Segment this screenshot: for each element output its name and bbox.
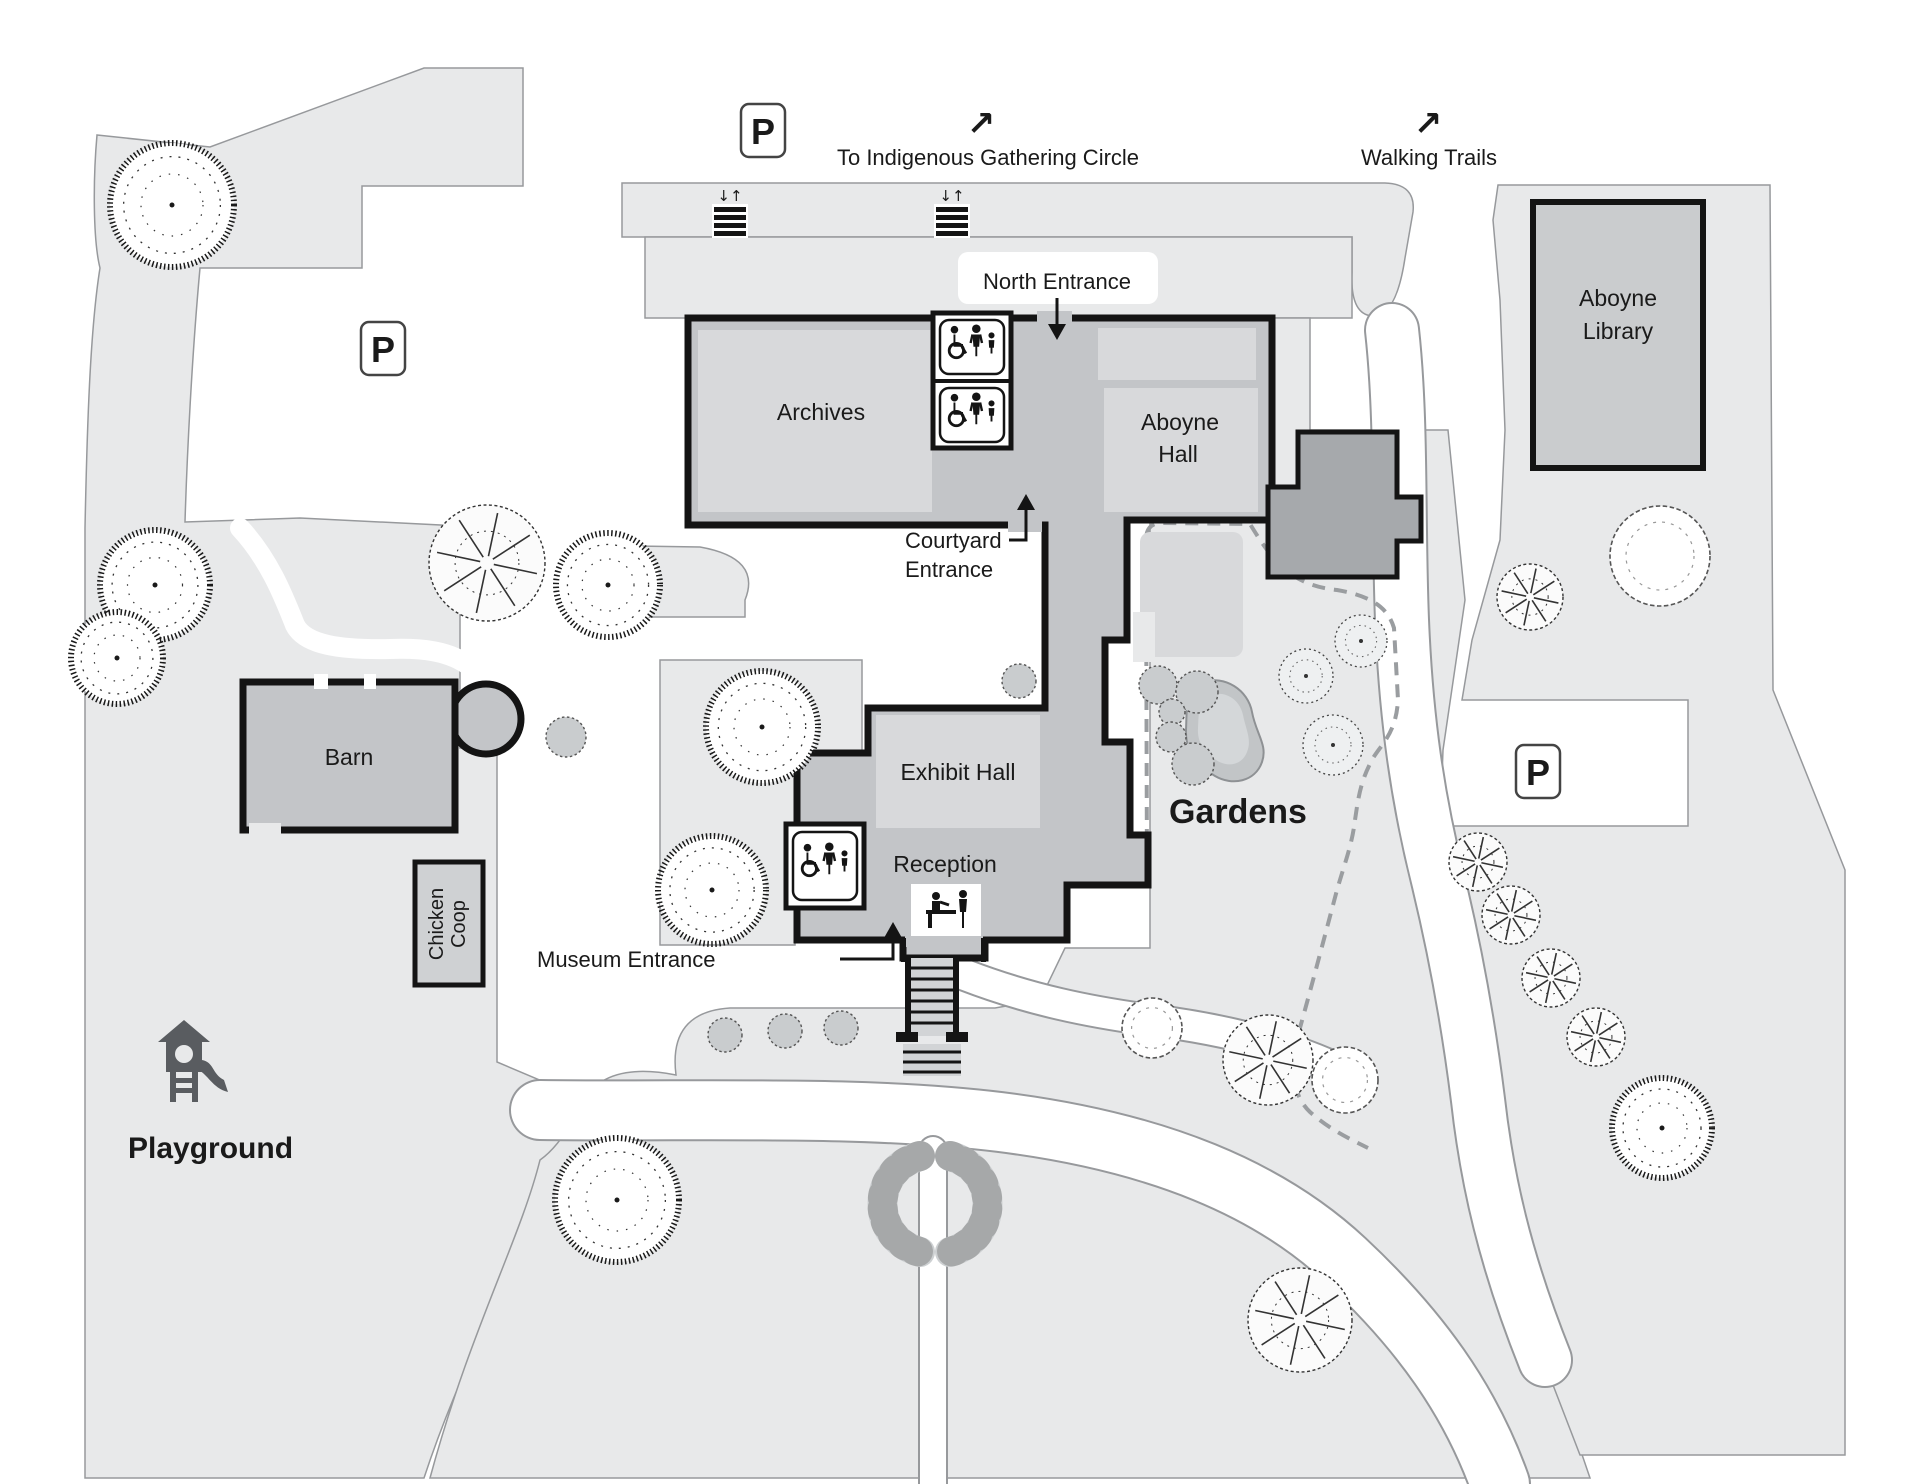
svg-text:P: P: [1526, 752, 1550, 793]
tree-icon: [1496, 563, 1564, 631]
tree-icon: [1121, 997, 1183, 1059]
stairs-icon: [896, 938, 986, 1076]
bush-icon: [1155, 721, 1187, 753]
bush-icon: [1171, 742, 1215, 786]
tree-icon: [1247, 1267, 1353, 1373]
parking-sign: P: [739, 102, 787, 159]
playground-label: Playground: [128, 1132, 293, 1165]
archives-label: Archives: [777, 399, 865, 425]
svg-text:↓↑: ↓↑: [939, 187, 964, 205]
north-entrance-arrow-icon: [1048, 298, 1066, 340]
tree-icon: [655, 833, 769, 947]
tree-icon: [428, 504, 546, 622]
courtyard-entrance-label-2: Entrance: [905, 557, 993, 582]
bush-icon: [707, 1017, 743, 1053]
tree-icon: [1278, 648, 1334, 704]
north-entrance-label-bg: [958, 252, 1158, 304]
tree-icon: [1609, 1075, 1715, 1181]
farm-trail: [230, 518, 482, 678]
barn-door-gap: [364, 674, 376, 689]
barn-label: Barn: [325, 744, 374, 770]
trees-layer: [68, 140, 1715, 1373]
aboyne-hall-label-1: Aboyne: [1141, 409, 1219, 435]
accessible-washroom-icon: [930, 310, 1014, 451]
exhibit-hall-room: [876, 715, 1040, 828]
tree-icon: [1222, 1014, 1314, 1106]
buildings-layer: Barn Chicken Coop Archives Aboyne Hall E…: [239, 199, 1706, 988]
pond-highlight: [1197, 693, 1249, 765]
labels-layer: ↗ To Indigenous Gathering Circle ↗ Walki…: [537, 104, 1497, 972]
barn-door-gap: [249, 823, 281, 837]
bush-icon: [1158, 698, 1186, 726]
crosswalk-icon: ↓↑: [934, 187, 970, 238]
svg-text:Coop: Coop: [448, 900, 470, 948]
courtyard-entrance-label-1: Courtyard: [905, 528, 1002, 553]
chicken-coop-label: Chicken Coop: [426, 888, 470, 960]
archives-room: [698, 330, 932, 512]
garden-patio-notch: [1133, 612, 1155, 662]
tree-icon: [1302, 714, 1364, 776]
walking-trails-label: Walking Trails: [1361, 145, 1497, 170]
tree-icon: [1311, 1046, 1379, 1114]
parking-sign: P: [1514, 743, 1562, 800]
gathering-circle-label: To Indigenous Gathering Circle: [837, 145, 1139, 170]
reception-desk-icon: [911, 884, 981, 936]
barn-building: [239, 678, 459, 834]
garden-patio: [1140, 532, 1243, 657]
bush-icon: [1175, 670, 1219, 714]
tree-icon: [107, 140, 237, 270]
hedge-ring: [867, 1141, 1003, 1267]
bush-icon: [545, 716, 587, 758]
silo: [447, 680, 525, 758]
gardens-label: Gardens: [1169, 793, 1307, 831]
tree-icon: [1481, 885, 1541, 945]
accessible-washroom-icon: [783, 821, 867, 911]
svg-text:Chicken: Chicken: [426, 888, 448, 960]
museum-entrance-arrow-icon: [840, 922, 902, 961]
tree-icon: [1609, 505, 1711, 607]
bush-icon: [1138, 665, 1178, 705]
library-building: [1530, 199, 1706, 471]
svg-text:↓↑: ↓↑: [717, 187, 742, 205]
svg-text:P: P: [371, 329, 395, 370]
aboyne-hall-label-2: Hall: [1158, 441, 1198, 467]
south-road: [511, 1081, 1529, 1484]
exhibit-hall-label: Exhibit Hall: [900, 759, 1015, 785]
courtyard-entrance-arrow-icon: [1009, 494, 1035, 542]
aboyne-hall-room: [1104, 388, 1258, 512]
reception-label: Reception: [893, 851, 997, 877]
tree-icon: [97, 527, 213, 643]
chicken-coop-building: [412, 859, 486, 988]
bush-icon: [1001, 663, 1037, 699]
tree-icon: [1334, 614, 1388, 668]
tree-icon: [552, 1135, 682, 1265]
tree-icon: [1521, 948, 1581, 1008]
crosswalk-icon: ↓↑: [712, 187, 748, 238]
museum-entrance-label-bg: [525, 948, 885, 1004]
north-entrance-gap: [1037, 311, 1072, 325]
north-entrance-label: North Entrance: [983, 269, 1131, 294]
museum-entrance-label: Museum Entrance: [537, 947, 716, 972]
annex-building: [1265, 429, 1424, 580]
walking-trails-arrow-icon: ↗: [1414, 104, 1443, 144]
library-label-1: Aboyne: [1579, 285, 1657, 311]
library-label-2: Library: [1583, 318, 1654, 344]
bush-icon: [767, 1013, 803, 1049]
museum-entrance-gap: [905, 933, 983, 947]
barn-door-gap: [314, 674, 328, 689]
gathering-circle-arrow-icon: ↗: [967, 104, 996, 144]
tree-icon: [1448, 832, 1508, 892]
bush-icon: [823, 1010, 859, 1046]
svg-text:P: P: [751, 111, 775, 152]
parking-sign: P: [359, 320, 407, 377]
tree-icon: [68, 609, 166, 707]
tree-icon: [1566, 1007, 1626, 1067]
tree-icon: [703, 668, 821, 786]
hall-foyer-room: [1098, 328, 1256, 380]
tree-icon: [553, 530, 663, 640]
